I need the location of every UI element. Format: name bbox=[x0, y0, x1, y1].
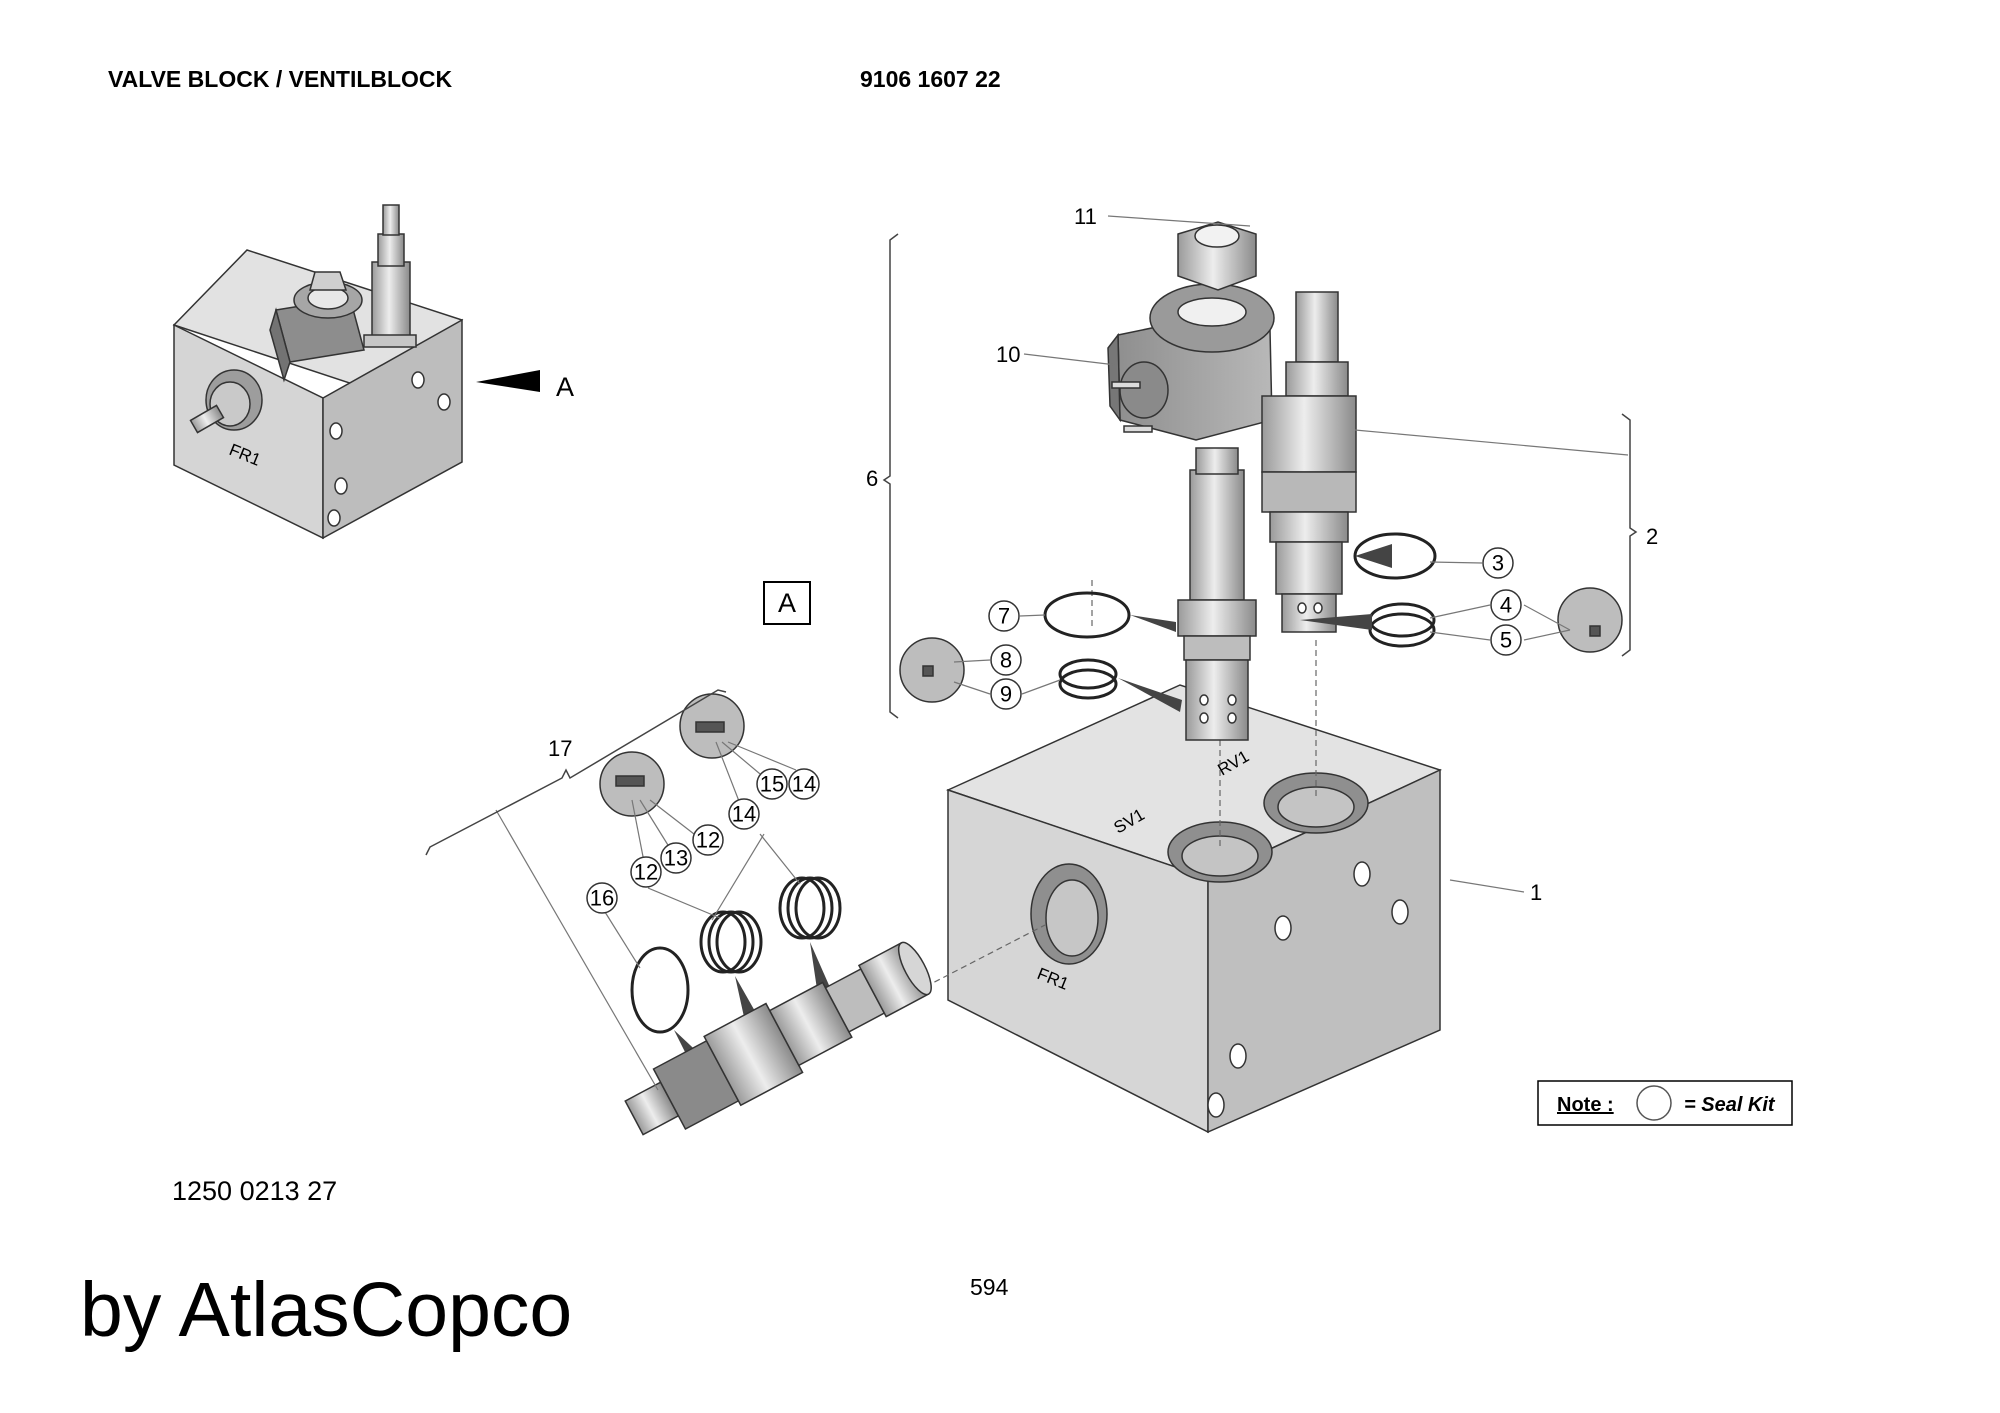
callout-7: 7 bbox=[998, 604, 1010, 629]
callout-16: 16 bbox=[590, 886, 614, 911]
view-arrow-label: A bbox=[556, 372, 574, 402]
seal-kit-symbol bbox=[1636, 1085, 1672, 1121]
page-number: 594 bbox=[970, 1274, 1009, 1300]
note-text: = Seal Kit bbox=[1684, 1094, 1776, 1116]
callout-12-right: 12 bbox=[696, 828, 720, 853]
solenoid-valve-cartridge bbox=[1177, 447, 1257, 741]
brand-credit: by AtlasCopco bbox=[80, 1267, 573, 1353]
callout-14-right: 14 bbox=[792, 772, 816, 797]
group-braces bbox=[425, 233, 1638, 856]
drawing-title: VALVE BLOCK / VENTILBLOCK bbox=[108, 66, 453, 92]
relief-valve-cartridge bbox=[1261, 291, 1357, 633]
view-a-box bbox=[763, 581, 811, 625]
solenoid-coil bbox=[1107, 283, 1275, 441]
note-label: Note : bbox=[1557, 1094, 1614, 1116]
valve-block bbox=[945, 684, 1443, 1134]
callout-8: 8 bbox=[1000, 648, 1012, 673]
callout-2: 2 bbox=[1646, 524, 1658, 549]
seal-kit-note: Note : = Seal Kit bbox=[1537, 1080, 1793, 1126]
callout-9: 9 bbox=[1000, 682, 1012, 707]
callout-12-left: 12 bbox=[634, 860, 658, 885]
view-a-box-label: A bbox=[778, 588, 796, 618]
seal-callout-circles bbox=[586, 547, 1522, 914]
callout-13: 13 bbox=[664, 846, 688, 871]
callout-5: 5 bbox=[1500, 628, 1512, 653]
callout-11: 11 bbox=[1074, 204, 1097, 229]
coil-nut bbox=[1177, 221, 1257, 291]
callout-4: 4 bbox=[1500, 593, 1512, 618]
callout-17: 17 bbox=[548, 736, 572, 761]
view-arrow bbox=[476, 370, 540, 392]
o-ring-7 bbox=[1043, 591, 1131, 639]
flow-regulator-cartridge bbox=[624, 941, 932, 1136]
overview-assembly bbox=[172, 204, 464, 540]
callout-3: 3 bbox=[1492, 551, 1504, 576]
callout-1: 1 bbox=[1530, 880, 1542, 905]
assembly-part-number: 9106 1607 22 bbox=[860, 66, 1001, 92]
o-ring-16 bbox=[630, 946, 690, 1034]
callout-15: 15 bbox=[760, 772, 784, 797]
callout-10: 10 bbox=[996, 342, 1020, 367]
seal-detail-circles bbox=[599, 587, 1623, 817]
callout-14-left: 14 bbox=[732, 802, 756, 827]
callout-6: 6 bbox=[866, 466, 878, 491]
drawing-number: 1250 0213 27 bbox=[172, 1176, 338, 1206]
